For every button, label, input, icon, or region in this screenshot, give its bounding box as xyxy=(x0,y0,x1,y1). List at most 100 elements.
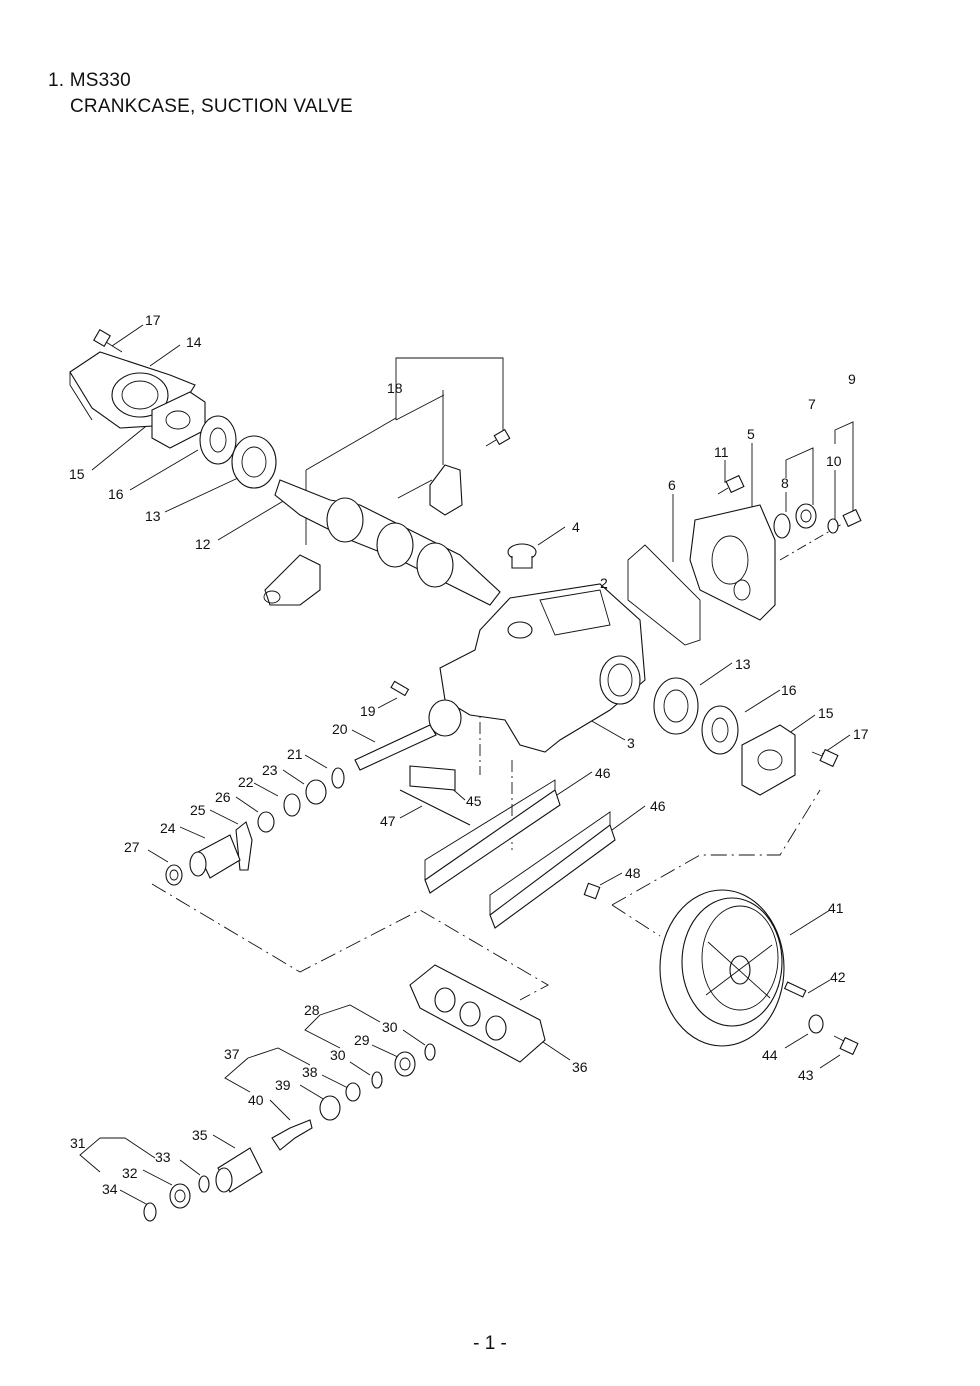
callout-21: 21 xyxy=(287,746,303,762)
part-oring-33 xyxy=(198,1175,210,1193)
callout-20: 20 xyxy=(332,721,348,737)
part-seal-21 xyxy=(331,767,345,789)
part-valve-40 xyxy=(271,1119,313,1151)
part-oring-34 xyxy=(143,1202,157,1222)
callout-30-upper: 30 xyxy=(382,1019,398,1035)
part-plug-29 xyxy=(394,1051,416,1077)
callout-46-lower: 46 xyxy=(650,798,666,814)
callout-15-left: 15 xyxy=(69,466,85,482)
part-connecting-rod xyxy=(263,554,321,606)
callout-6: 6 xyxy=(668,477,676,493)
part-ring-8 xyxy=(773,513,791,539)
callout-40: 40 xyxy=(248,1092,264,1108)
callout-13-right: 13 xyxy=(735,656,751,672)
part-oring-30-upper xyxy=(424,1043,436,1061)
part-pin-19 xyxy=(390,680,410,697)
callout-16-right: 16 xyxy=(781,682,797,698)
part-key-42 xyxy=(783,981,807,998)
callout-46-upper: 46 xyxy=(595,765,611,781)
callout-16-left: 16 xyxy=(108,486,124,502)
callout-4: 4 xyxy=(572,519,580,535)
callout-28: 28 xyxy=(304,1002,320,1018)
callout-23: 23 xyxy=(262,762,278,778)
part-crankcase-3 xyxy=(439,583,646,753)
part-seat-39 xyxy=(319,1095,341,1121)
part-cover-5 xyxy=(689,504,776,621)
callout-10: 10 xyxy=(826,453,842,469)
model-title: 1. MS330 xyxy=(48,70,131,91)
callout-9: 9 xyxy=(848,371,856,387)
callout-36: 36 xyxy=(572,1059,588,1075)
part-nut-48 xyxy=(583,882,601,900)
part-washer-44 xyxy=(808,1014,824,1034)
callout-11: 11 xyxy=(714,444,729,460)
callout-29: 29 xyxy=(354,1032,370,1048)
callout-3: 3 xyxy=(627,735,635,751)
part-plug-9 xyxy=(842,508,862,528)
section-title: CRANKCASE, SUCTION VALVE xyxy=(70,96,353,117)
callout-39: 39 xyxy=(275,1077,291,1093)
callout-44: 44 xyxy=(762,1047,778,1063)
part-seal-23 xyxy=(305,779,327,805)
part-ring-26 xyxy=(257,811,275,833)
part-base-rail-46-rear xyxy=(424,779,561,894)
part-plug-7 xyxy=(795,503,817,529)
callout-45: 45 xyxy=(466,793,482,809)
part-pulley-41 xyxy=(659,889,785,1047)
callout-15-right: 15 xyxy=(818,705,834,721)
part-bracket-45 xyxy=(409,765,456,791)
callout-22: 22 xyxy=(238,774,254,790)
part-rod-cap xyxy=(429,464,463,516)
callout-19: 19 xyxy=(360,703,376,719)
callout-numbers: 2 3 4 5 6 7 8 9 10 11 12 13 13 14 15 15 … xyxy=(69,312,869,1197)
leader-lines xyxy=(79,324,854,1206)
part-oring-30-lower xyxy=(371,1071,383,1089)
callout-26: 26 xyxy=(215,789,231,805)
callout-48: 48 xyxy=(625,865,641,881)
part-bolt-17-right xyxy=(811,748,839,768)
part-plug-27 xyxy=(165,864,183,886)
callout-13-left: 13 xyxy=(145,508,161,524)
part-cap-4 xyxy=(507,543,537,569)
callout-27: 27 xyxy=(124,839,140,855)
callout-34: 34 xyxy=(102,1181,118,1197)
callout-14: 14 xyxy=(186,334,202,350)
part-bearing-13-right xyxy=(653,677,699,735)
callout-35: 35 xyxy=(192,1127,208,1143)
callout-12: 12 xyxy=(195,536,211,552)
part-sleeve-35 xyxy=(215,1147,263,1193)
part-bearing-16-right xyxy=(701,705,739,755)
callout-17-top: 17 xyxy=(145,312,161,328)
page-number: - 1 - xyxy=(473,1333,507,1354)
callout-8: 8 xyxy=(781,475,789,491)
part-washer-22 xyxy=(283,793,301,817)
callout-43: 43 xyxy=(798,1067,814,1083)
callout-47: 47 xyxy=(380,813,396,829)
part-plug-32 xyxy=(169,1183,191,1209)
callout-42: 42 xyxy=(830,969,846,985)
part-crankshaft-12 xyxy=(274,479,501,606)
callout-37: 37 xyxy=(224,1046,240,1062)
callout-32: 32 xyxy=(122,1165,138,1181)
part-base-rail-46-front xyxy=(489,811,616,929)
page-heading: 1. MS330 CRANKCASE, SUCTION VALVE xyxy=(48,68,353,120)
part-bolt-47 xyxy=(399,789,471,826)
callout-33: 33 xyxy=(155,1149,171,1165)
callout-17-right: 17 xyxy=(853,726,869,742)
callout-24: 24 xyxy=(160,820,176,836)
callout-7: 7 xyxy=(808,396,816,412)
part-oring-10 xyxy=(827,518,839,534)
part-plunger-20 xyxy=(354,699,462,771)
callout-30-lower: 30 xyxy=(330,1047,346,1063)
part-bolt-17-top xyxy=(93,329,123,353)
part-bearing-16-left xyxy=(199,415,237,465)
part-flange-15-right xyxy=(741,724,796,796)
part-bolt-11 xyxy=(717,474,745,495)
part-bolt-18 xyxy=(485,428,511,447)
part-gasket-6 xyxy=(627,544,701,646)
part-bolt-43 xyxy=(833,1035,859,1056)
callout-5: 5 xyxy=(747,426,755,442)
callout-41: 41 xyxy=(828,900,844,916)
callout-38: 38 xyxy=(302,1064,318,1080)
